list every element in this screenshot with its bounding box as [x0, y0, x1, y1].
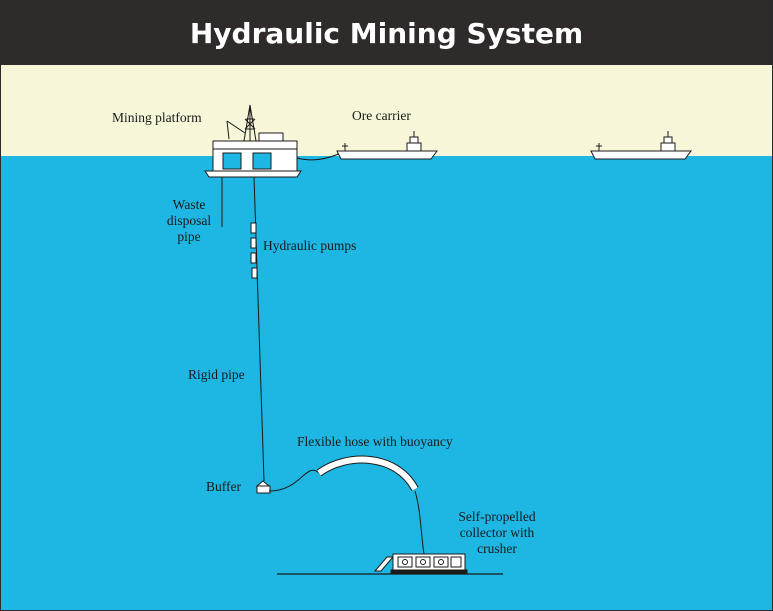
- oil-rig-icon: [204, 104, 302, 178]
- label-buffer: Buffer: [206, 479, 241, 494]
- label-waste-pipe: Waste disposal pipe: [161, 197, 217, 245]
- label-collector-line1: Self-propelled: [458, 509, 536, 524]
- flexible-hose-lower: [414, 490, 425, 555]
- diagram-title: Hydraulic Mining System: [189, 16, 584, 50]
- label-collector-line3: crusher: [477, 541, 517, 556]
- flexible-hose: [268, 469, 320, 492]
- pump-icon: [250, 222, 258, 279]
- buoyancy-section: [317, 456, 418, 491]
- label-hydraulic-pumps: Hydraulic pumps: [263, 238, 357, 253]
- label-waste-pipe-line2: disposal: [166, 213, 212, 228]
- label-waste-pipe-line3: pipe: [177, 229, 201, 244]
- label-ore-carrier: Ore carrier: [352, 108, 411, 123]
- buffer-icon: [255, 480, 271, 494]
- ore-carrier-ship-icon: [336, 131, 438, 160]
- label-collector: Self-propelled collector with crusher: [441, 509, 553, 557]
- title-bar: Hydraulic Mining System: [1, 1, 772, 65]
- sea-area: [1, 156, 772, 610]
- label-rigid-pipe: Rigid pipe: [188, 367, 245, 382]
- label-flexible-hose: Flexible hose with buoyancy: [297, 434, 453, 449]
- label-mining-platform: Mining platform: [112, 110, 202, 125]
- sky-area: [1, 65, 772, 156]
- label-waste-pipe-line1: Waste: [172, 197, 206, 212]
- ore-carrier-ship-icon: [590, 131, 692, 160]
- label-collector-line2: collector with: [459, 525, 535, 540]
- collector-vehicle-icon: [373, 553, 468, 574]
